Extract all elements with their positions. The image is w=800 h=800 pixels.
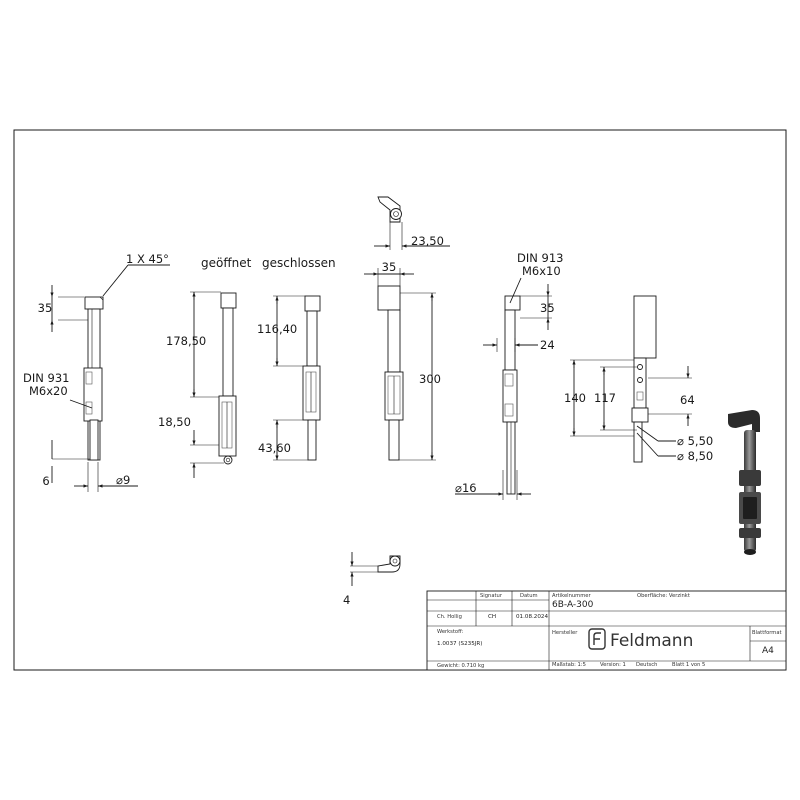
view6-hole-small-label: ⌀ 5,50 <box>677 434 713 448</box>
drawing-frame <box>13 129 787 671</box>
tb-surface-label: Oberfläche: Verzinkt <box>637 593 690 599</box>
view-6-back <box>570 295 692 463</box>
tb-scale-label: Maßstab: 1:5 <box>552 662 586 668</box>
view6-outer-spacing-label: 140 <box>564 391 586 405</box>
view2-bottom-label: 18,50 <box>158 415 191 429</box>
tb-date-label: Datum <box>520 593 538 599</box>
view3-travel-label: 116,40 <box>257 322 297 336</box>
view6-hole-large-label: ⌀ 8,50 <box>677 449 713 463</box>
brand-name: Feldmann <box>610 631 693 651</box>
view7-thickness-label: 4 <box>343 593 350 607</box>
view-3-closed <box>273 295 321 461</box>
view3-title: geschlossen <box>262 256 336 270</box>
tb-signature-value: CH <box>488 614 496 620</box>
view1-top-height-label: 35 <box>38 301 53 315</box>
tb-weight-label: Gewicht: 0.710 kg <box>437 663 484 669</box>
view6-plate-width-label: 64 <box>680 393 695 407</box>
view5-handle-offset-label: 24 <box>540 338 555 352</box>
view5-diameter-label: ⌀16 <box>455 481 477 495</box>
view1-screw-label-line2: M6x20 <box>29 384 68 398</box>
tb-material-label: Werkstoff: <box>437 629 464 635</box>
view-2-opened <box>190 291 237 478</box>
tb-signature-label: Signatur <box>480 593 503 599</box>
tb-format-label: Blattformat <box>752 630 782 636</box>
feldmann-logo-icon <box>588 628 606 650</box>
view2-title: geöffnet <box>201 256 252 270</box>
view1-bottom-label: 6 <box>42 474 49 488</box>
view-4-front <box>364 196 450 461</box>
tb-drawn-label: Ch. Hollig <box>437 614 462 620</box>
tb-language-value: Deutsch <box>636 662 657 668</box>
view3-bottom-label: 43,60 <box>258 441 291 455</box>
view4-top-offset-label: 23,50 <box>411 234 444 248</box>
tb-article-value: 6B-A-300 <box>552 600 594 610</box>
view4-length-label: 300 <box>419 372 441 386</box>
view6-inner-spacing-label: 117 <box>594 391 616 405</box>
view1-diameter-label: ⌀9 <box>116 473 130 487</box>
tb-article-label: Artikelnummer <box>552 593 591 599</box>
title-block <box>426 590 787 671</box>
view-1-side <box>50 264 170 492</box>
view5-screw-label-line2: M6x10 <box>522 264 561 278</box>
view5-screw-label-line1: DIN 913 <box>517 251 563 265</box>
tb-format-value: A4 <box>762 646 774 656</box>
view1-chamfer-label: 1 X 45° <box>126 252 169 266</box>
view4-top-width-label: 35 <box>382 260 397 274</box>
view-5-side <box>455 277 552 500</box>
tb-version-label: Version: 1 <box>600 662 626 668</box>
view1-screw-label-line1: DIN 931 <box>23 371 69 385</box>
tb-sheet-label: Blatt 1 von 5 <box>672 662 705 668</box>
view5-top-height-label: 35 <box>540 301 555 315</box>
tb-manufacturer-label: Hersteller <box>552 630 578 636</box>
tb-material-value: 1.0037 (S235JR) <box>437 641 482 647</box>
view-7-top <box>350 552 401 586</box>
tb-date-value: 01.08.2024 <box>516 614 548 620</box>
view2-travel-label: 178,50 <box>166 334 206 348</box>
bolt-3d-render <box>728 410 761 555</box>
